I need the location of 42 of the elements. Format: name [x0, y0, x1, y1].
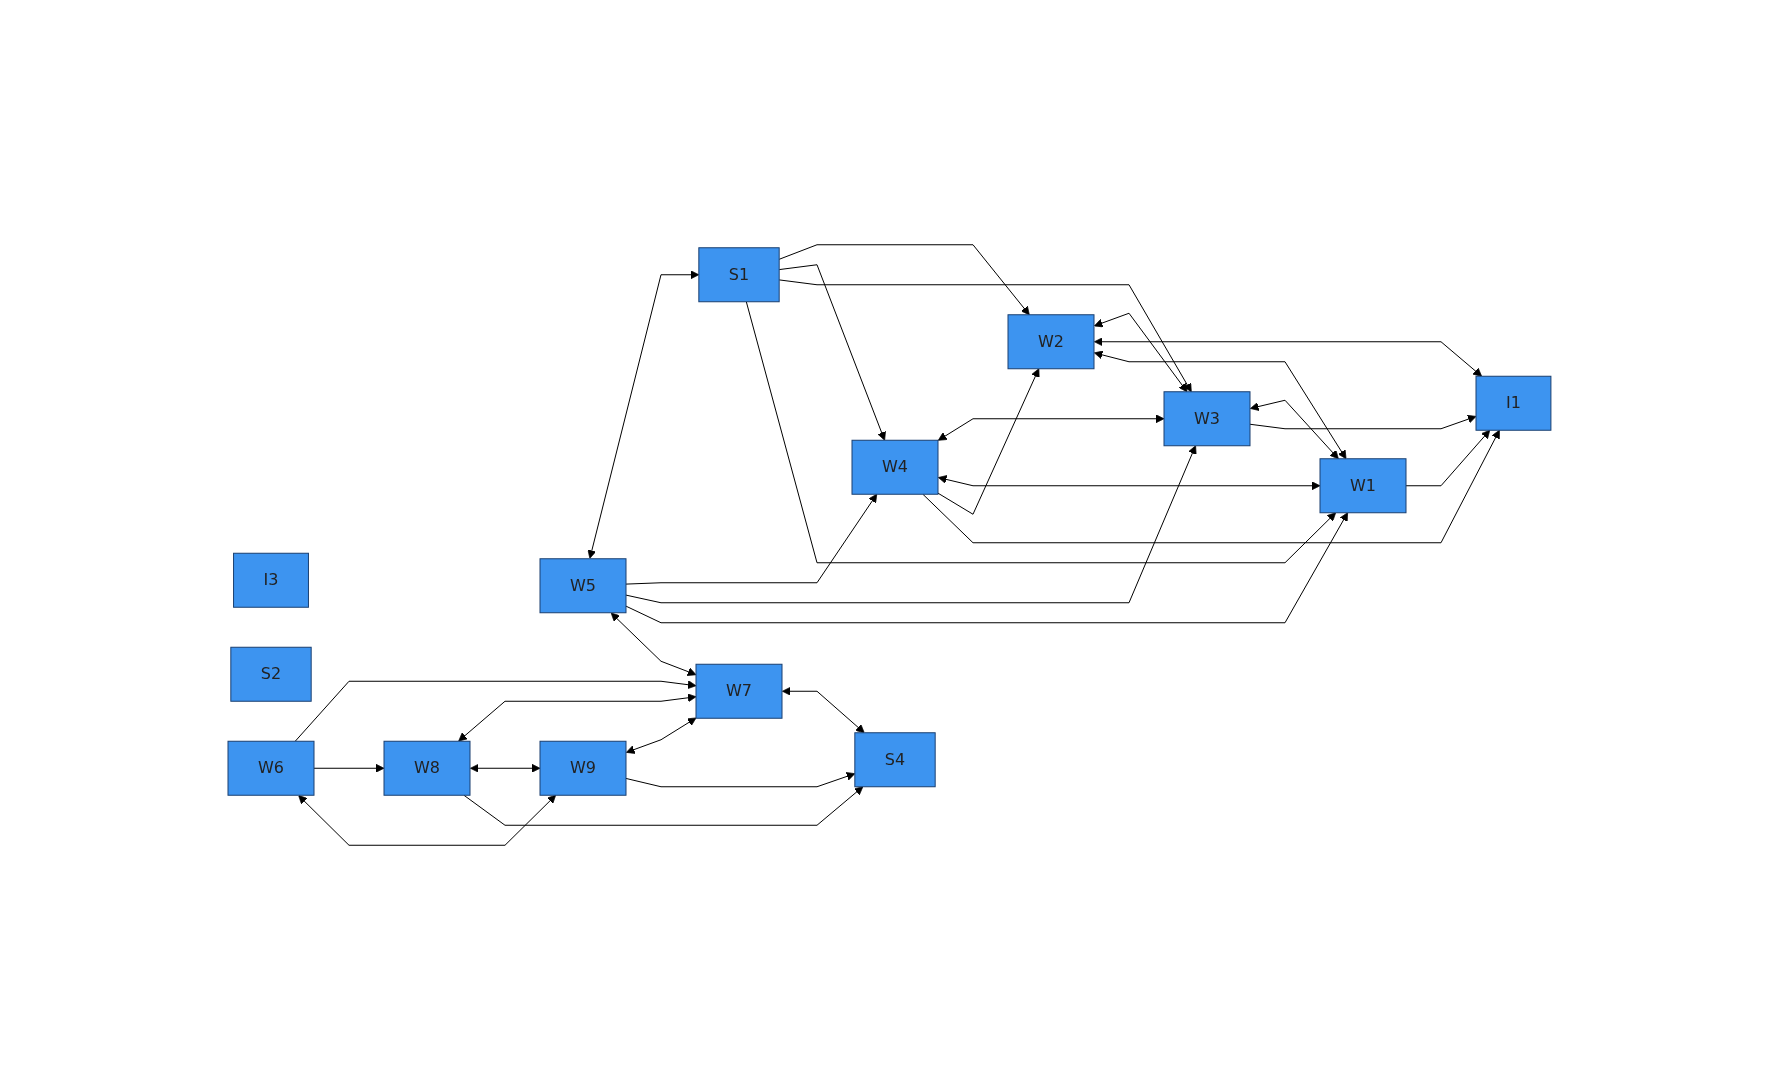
- arrow: [294, 680, 696, 742]
- node-box: W9: [539, 740, 627, 796]
- arrow: [1093, 337, 1482, 377]
- node-box: S4: [853, 732, 936, 788]
- arrow: [587, 270, 699, 559]
- node-box: W8: [383, 740, 471, 796]
- arrow: [781, 686, 865, 734]
- node-box: I3: [232, 552, 309, 608]
- arrow: [778, 264, 886, 441]
- node-box: S1: [697, 247, 780, 303]
- arrow: [1249, 414, 1476, 430]
- arrow: [921, 429, 1500, 544]
- arrow: [1093, 350, 1346, 460]
- node-box: W3: [1163, 391, 1251, 447]
- arrow: [297, 794, 556, 846]
- arrow: [778, 244, 1030, 316]
- arrow: [625, 493, 877, 585]
- arrow: [625, 772, 855, 788]
- node-box: W7: [695, 663, 783, 719]
- arrow: [1093, 312, 1187, 393]
- arrow: [463, 786, 863, 826]
- arrow: [625, 445, 1197, 604]
- node-box: W4: [851, 439, 939, 495]
- arrow: [457, 693, 696, 742]
- node-box: I1: [1475, 375, 1551, 431]
- arrow: [778, 279, 1192, 393]
- arrow: [610, 612, 696, 676]
- arrow: [937, 475, 1320, 491]
- arrow: [1249, 399, 1339, 460]
- arrow: [625, 717, 696, 754]
- arrow: [313, 763, 384, 773]
- node-box: W2: [1007, 314, 1095, 370]
- node-box: S2: [229, 646, 312, 702]
- node-box: W6: [227, 740, 315, 796]
- arrow: [937, 414, 1164, 441]
- arrow: [625, 512, 1348, 624]
- arrow: [1405, 429, 1490, 487]
- arrow: [469, 763, 540, 773]
- node-box: W1: [1319, 458, 1407, 514]
- arrow: [745, 301, 1336, 564]
- node-box: W5: [539, 558, 627, 614]
- arrow: [937, 368, 1040, 515]
